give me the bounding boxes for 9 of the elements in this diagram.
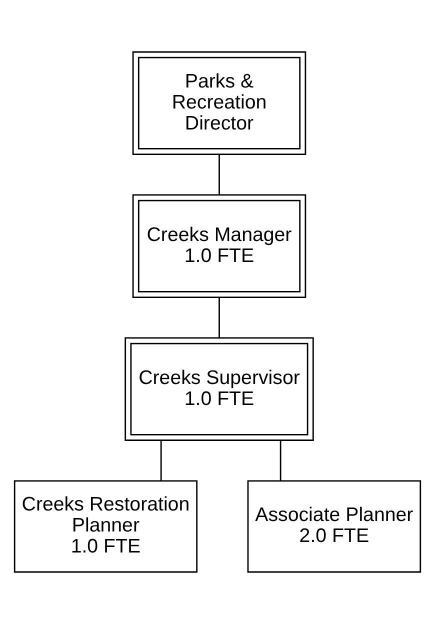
connector	[160, 440, 162, 480]
connector	[218, 296, 220, 338]
node-box: Creeks Supervisor 1.0 FTE	[124, 336, 314, 440]
connector	[218, 154, 220, 194]
node-box: Associate Planner 2.0 FTE	[246, 480, 421, 572]
node-box: Parks & Recreation Director	[132, 50, 306, 154]
node-box: Creeks Restoration Planner 1.0 FTE	[13, 480, 198, 572]
node-box: Creeks Manager 1.0 FTE	[132, 194, 306, 298]
connector	[279, 440, 281, 480]
